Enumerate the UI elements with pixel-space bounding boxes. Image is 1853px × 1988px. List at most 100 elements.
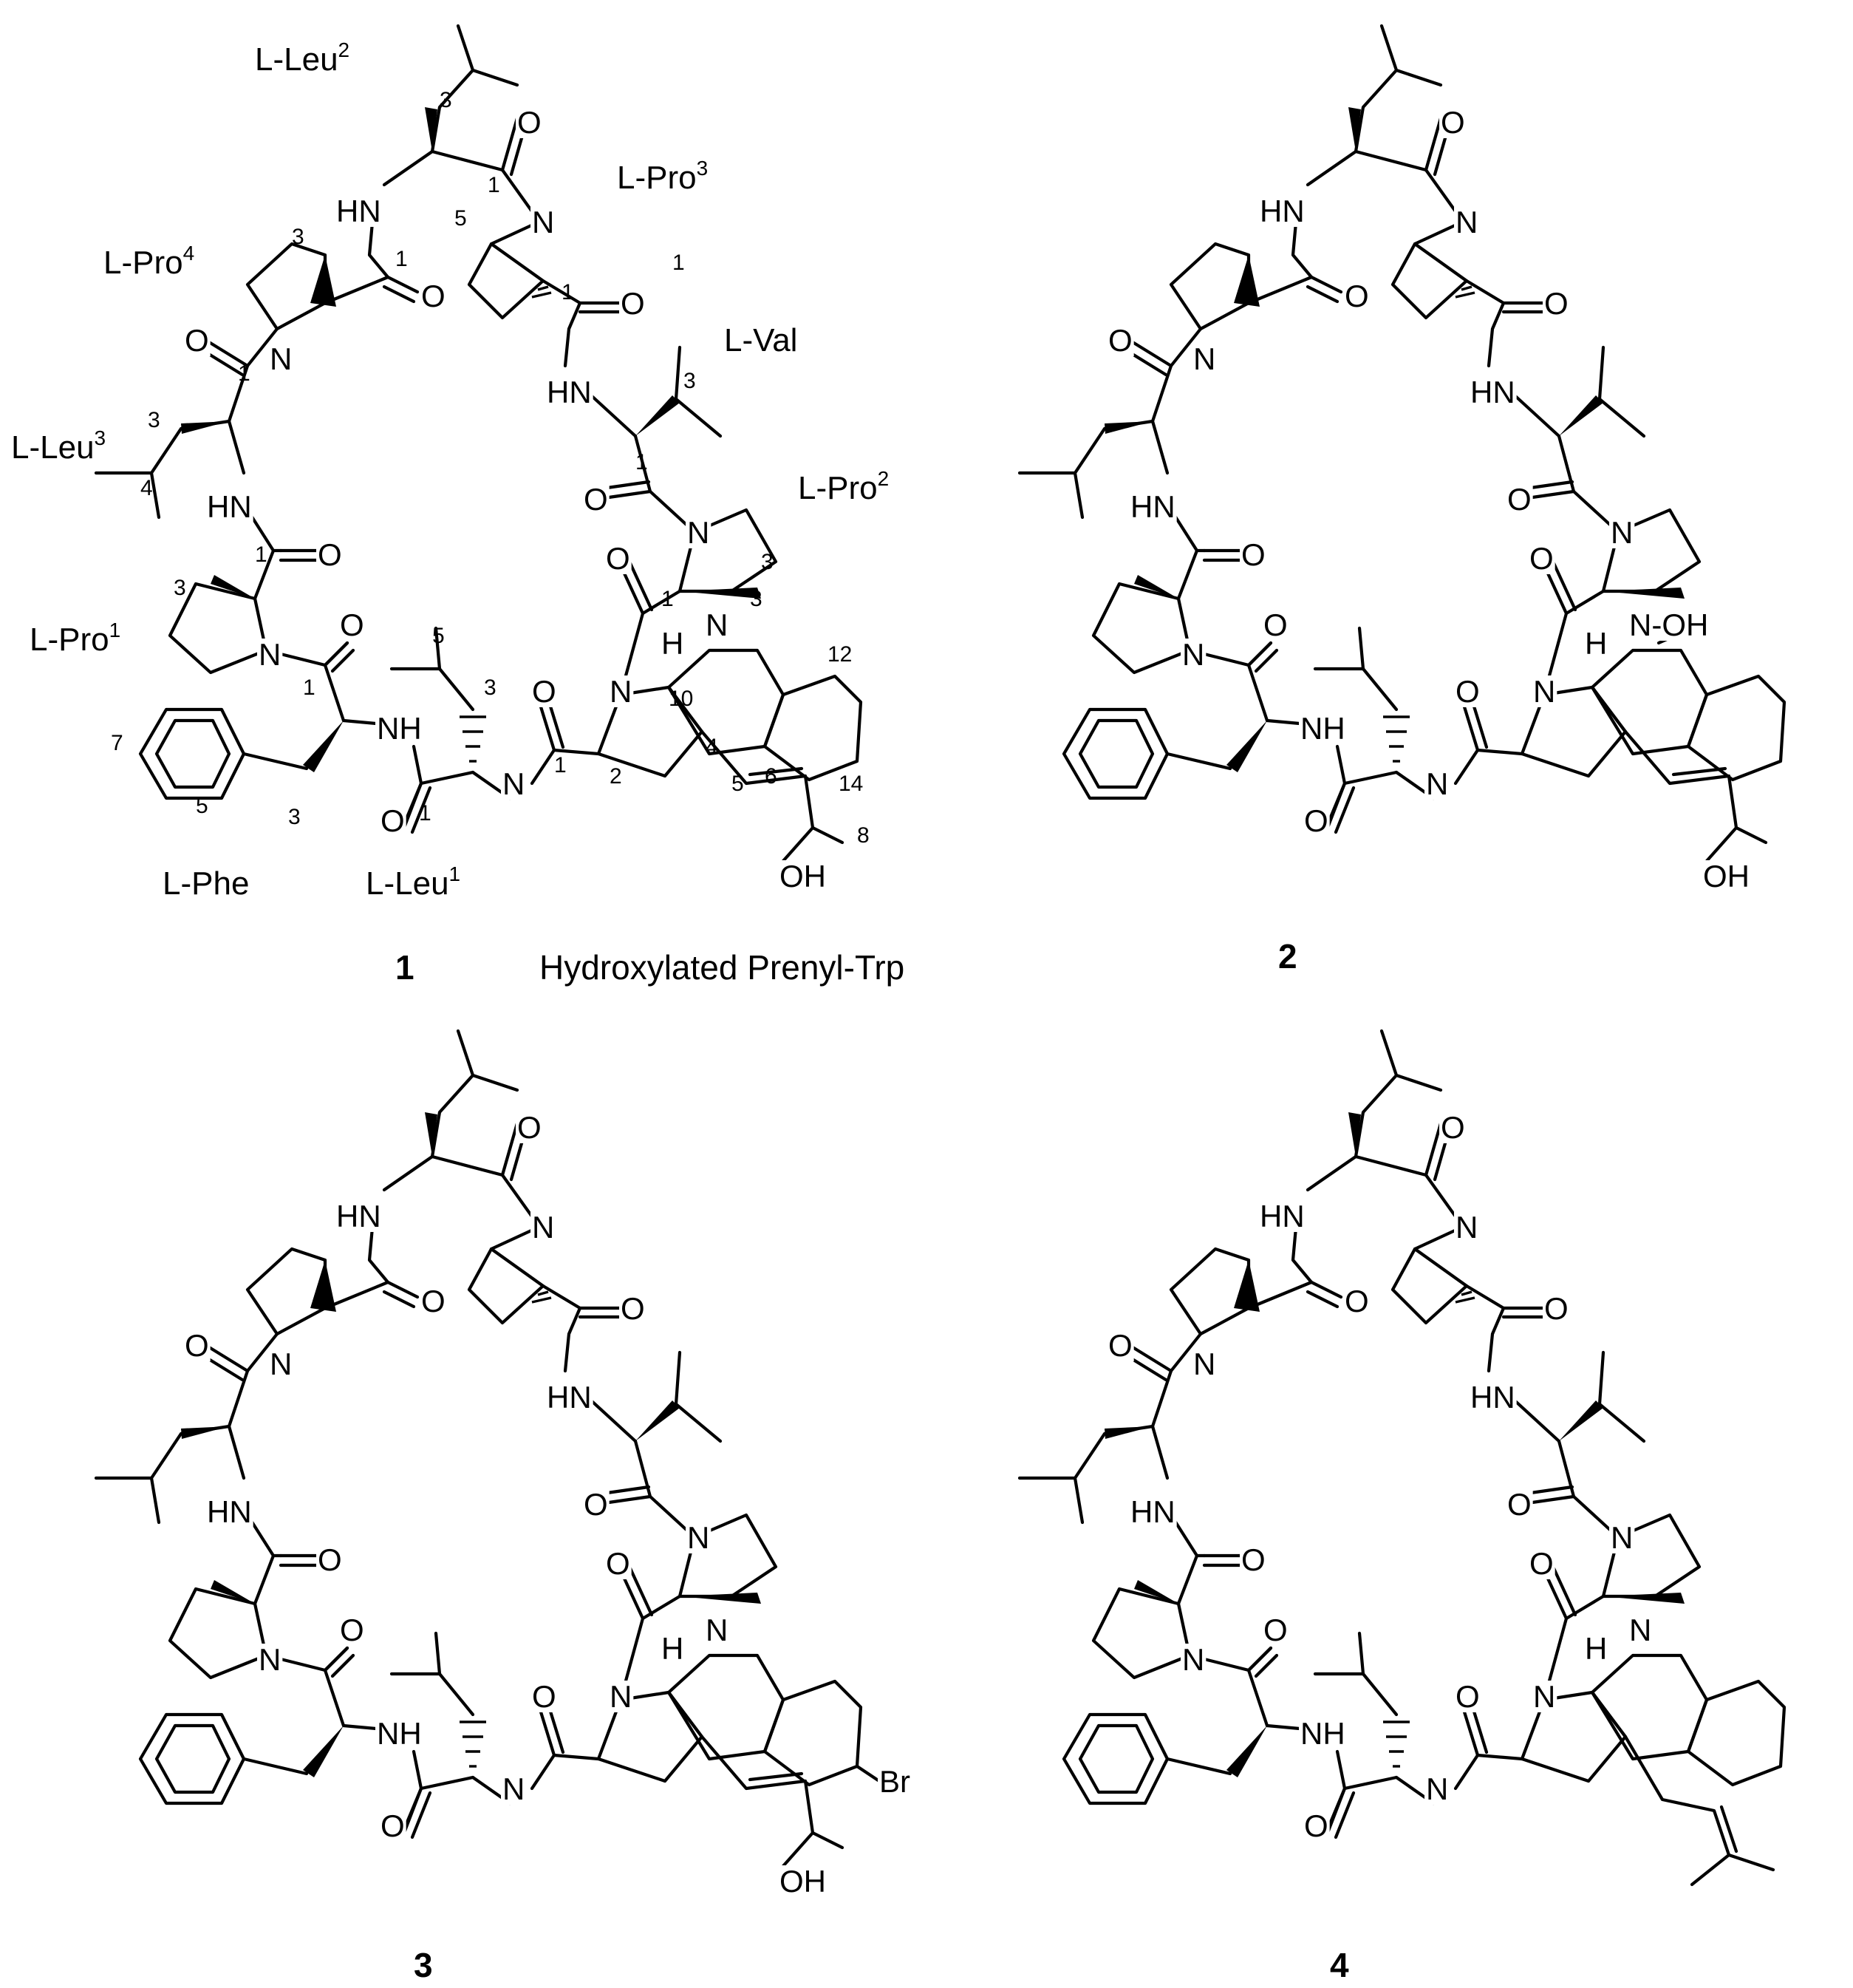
svg-text:1: 1 xyxy=(395,247,408,271)
hn-label: HN xyxy=(207,1494,252,1529)
o-label: O xyxy=(1263,607,1288,642)
residue-label: L-Phe xyxy=(163,865,249,902)
n-label: N xyxy=(1611,515,1633,550)
indoline-ring xyxy=(1590,626,1787,863)
n-label: N xyxy=(532,1210,554,1245)
o-label: O xyxy=(1544,286,1569,321)
svg-text:3: 3 xyxy=(484,675,496,700)
h-label: H xyxy=(1585,626,1607,661)
compound-number: 4 xyxy=(1330,1946,1349,1984)
o-label: O xyxy=(1108,1328,1133,1363)
n-label: N xyxy=(610,1679,632,1714)
o-label: O xyxy=(381,803,405,838)
o-label: O xyxy=(1241,537,1266,572)
svg-text:3: 3 xyxy=(440,88,452,112)
h-label: H xyxy=(1585,1631,1607,1666)
n-label: N xyxy=(1629,1613,1651,1647)
oh-label: OH xyxy=(779,859,826,893)
o-label: O xyxy=(340,607,364,642)
hn-label: HN xyxy=(207,489,252,524)
n-label: N xyxy=(1611,1520,1633,1555)
o-label: O xyxy=(532,1679,556,1714)
svg-text:1: 1 xyxy=(255,542,267,567)
o-label: O xyxy=(1345,1284,1369,1318)
o-label: O xyxy=(421,279,446,313)
oh-label: OH xyxy=(779,1864,826,1899)
nh-label: NH xyxy=(1300,711,1345,746)
o-label: O xyxy=(1529,1546,1554,1581)
svg-text:5: 5 xyxy=(454,206,467,231)
o-label: O xyxy=(1441,105,1465,140)
hn-label: HN xyxy=(1260,194,1305,228)
compound-3: HN N O O N O HN O N O NH O N O N H N N O… xyxy=(96,1031,912,1984)
residue-label: L-Leu1 xyxy=(366,862,460,902)
n-label: N xyxy=(502,1771,525,1806)
o-label: O xyxy=(1304,803,1328,838)
svg-text:1: 1 xyxy=(672,251,685,275)
n-label: N xyxy=(502,766,525,801)
o-label: O xyxy=(318,1542,342,1577)
hn-label: HN xyxy=(547,1380,592,1415)
o-label: O xyxy=(1507,1487,1532,1522)
o-label: O xyxy=(1441,1110,1465,1145)
nh-label: NH xyxy=(377,1716,422,1751)
o-label: O xyxy=(1263,1613,1288,1647)
n-label: N xyxy=(259,637,281,672)
svg-text:5: 5 xyxy=(731,772,744,796)
n-label: N xyxy=(270,1347,292,1381)
o-label: O xyxy=(517,1110,542,1145)
svg-text:10: 10 xyxy=(669,687,693,711)
svg-text:3: 3 xyxy=(761,550,774,574)
n-label: N xyxy=(532,205,554,239)
o-label: O xyxy=(381,1808,405,1843)
svg-text:8: 8 xyxy=(857,823,870,848)
svg-text:1: 1 xyxy=(661,587,674,611)
hn-label: HN xyxy=(547,375,592,409)
compound-number: 3 xyxy=(414,1946,433,1984)
n-label: N xyxy=(270,341,292,376)
o-label: O xyxy=(421,1284,446,1318)
o-label: O xyxy=(1456,1679,1480,1714)
o-label: O xyxy=(621,1291,645,1326)
svg-text:1: 1 xyxy=(635,450,648,474)
n-label: N xyxy=(1193,341,1215,376)
o-label: O xyxy=(621,286,645,321)
o-label: O xyxy=(606,541,630,576)
o-label: O xyxy=(185,1328,209,1363)
o-label: O xyxy=(185,323,209,358)
svg-text:4: 4 xyxy=(706,735,718,759)
svg-text:4: 4 xyxy=(140,476,153,500)
svg-text:2: 2 xyxy=(610,764,622,789)
svg-text:1: 1 xyxy=(238,361,250,386)
svg-text:1: 1 xyxy=(562,280,574,304)
svg-text:3: 3 xyxy=(750,587,762,611)
svg-text:7: 7 xyxy=(111,731,123,755)
o-label: O xyxy=(1241,1542,1266,1577)
svg-text:5: 5 xyxy=(196,794,208,818)
hn-label: HN xyxy=(1130,489,1175,524)
n-label: N xyxy=(687,515,709,550)
hn-label: HN xyxy=(1470,375,1515,409)
residue-label: L-Leu3 xyxy=(11,426,106,466)
indoline-ring xyxy=(666,1653,881,1868)
compound-number: 1 xyxy=(395,948,414,987)
nh-label: NH xyxy=(377,711,422,746)
compound-2: HN N O O N O HN O N O NH O N O N H N-OH … xyxy=(1020,26,1787,976)
svg-text:3: 3 xyxy=(292,225,304,249)
svg-text:3: 3 xyxy=(288,805,301,829)
o-label: O xyxy=(1456,674,1480,709)
hn-label: HN xyxy=(336,1199,381,1233)
svg-text:12: 12 xyxy=(827,642,852,667)
o-label: O xyxy=(1544,1291,1569,1326)
n-label: N xyxy=(706,607,728,642)
n-label: N xyxy=(1456,205,1478,239)
svg-text:14: 14 xyxy=(839,772,863,796)
svg-text:3: 3 xyxy=(174,576,186,600)
br-label: Br xyxy=(879,1764,910,1799)
hn-label: HN xyxy=(1260,1199,1305,1233)
h-label: H xyxy=(661,1631,683,1666)
residue-label: L-Pro3 xyxy=(617,157,708,196)
svg-text:6: 6 xyxy=(765,764,777,789)
o-label: O xyxy=(532,674,556,709)
oh-label: OH xyxy=(1703,859,1750,893)
